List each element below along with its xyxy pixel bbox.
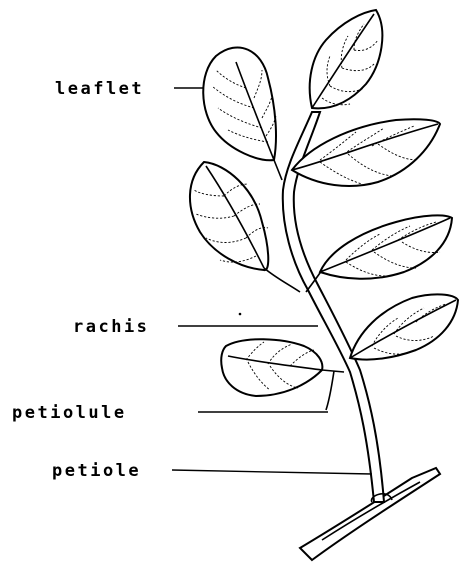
leaflet-left-lower [221, 339, 344, 410]
leaflet-right-lower [350, 294, 458, 359]
petiole-leader-line [172, 470, 372, 474]
label-petiolule: petiolule [12, 403, 127, 423]
label-leaflet: leaflet [55, 79, 144, 99]
leaflet-top-right [310, 10, 383, 108]
branch [300, 468, 440, 560]
speck [239, 313, 242, 316]
leaflet-right-middle [306, 215, 452, 292]
leaflet-upper-left [203, 47, 282, 180]
label-rachis: rachis [73, 317, 149, 337]
label-petiole: petiole [52, 461, 141, 481]
